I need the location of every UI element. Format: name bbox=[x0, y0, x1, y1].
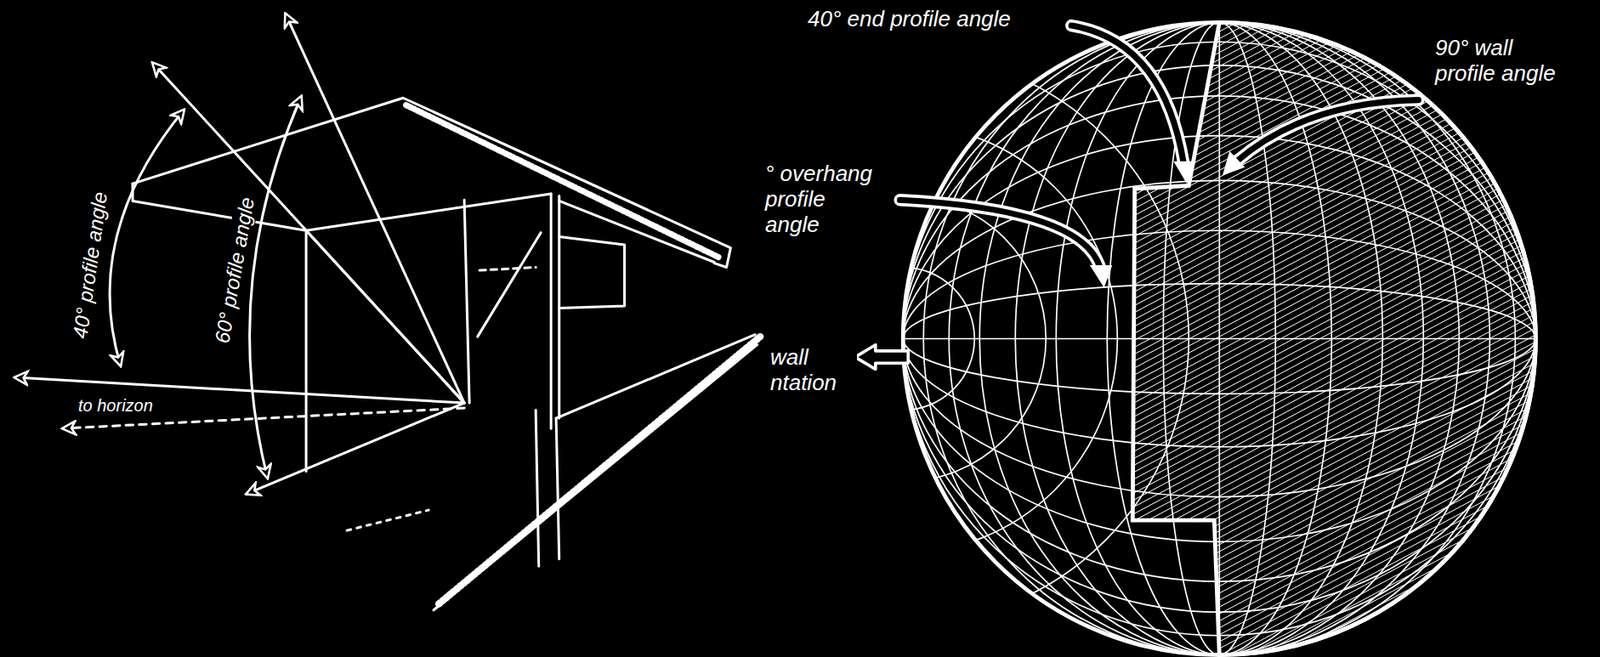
profile-ray bbox=[285, 14, 465, 403]
roof-edge bbox=[132, 183, 551, 231]
wall-line bbox=[305, 230, 308, 471]
wall-line bbox=[464, 199, 470, 403]
sphere-outline bbox=[902, 22, 1536, 655]
sphere-grid bbox=[617, 22, 1536, 655]
callout-label: ° overhang profile angle bbox=[763, 161, 886, 239]
ground-line bbox=[433, 345, 757, 611]
callout-label: 90° wall profile angle bbox=[1433, 35, 1578, 87]
end-window bbox=[559, 200, 715, 308]
callout-label: 40° end profile angle bbox=[805, 6, 1013, 33]
profile-ray bbox=[246, 402, 465, 494]
window-line bbox=[479, 266, 536, 271]
building-sketch bbox=[15, 14, 761, 611]
callout-arrows bbox=[855, 25, 1419, 369]
angle-arc bbox=[109, 110, 184, 366]
roof-hatch bbox=[406, 105, 719, 258]
window-line bbox=[477, 232, 541, 337]
callout-label: 60° profile angle bbox=[209, 193, 260, 347]
end-wall bbox=[550, 193, 560, 429]
ground-mark bbox=[346, 510, 429, 531]
wall-thickness bbox=[535, 410, 560, 568]
ground-hatch bbox=[438, 336, 761, 604]
profile-ray bbox=[306, 230, 465, 403]
angle-arc bbox=[249, 96, 301, 478]
roof-slab bbox=[132, 97, 731, 267]
ground-line bbox=[556, 334, 755, 419]
callout-label: to horizon bbox=[76, 396, 155, 416]
profile-ray bbox=[153, 62, 465, 403]
callout-label: wall ntation bbox=[768, 345, 857, 397]
callout-label: 40° profile angle bbox=[68, 188, 113, 342]
shaded-region bbox=[1132, 22, 1536, 655]
